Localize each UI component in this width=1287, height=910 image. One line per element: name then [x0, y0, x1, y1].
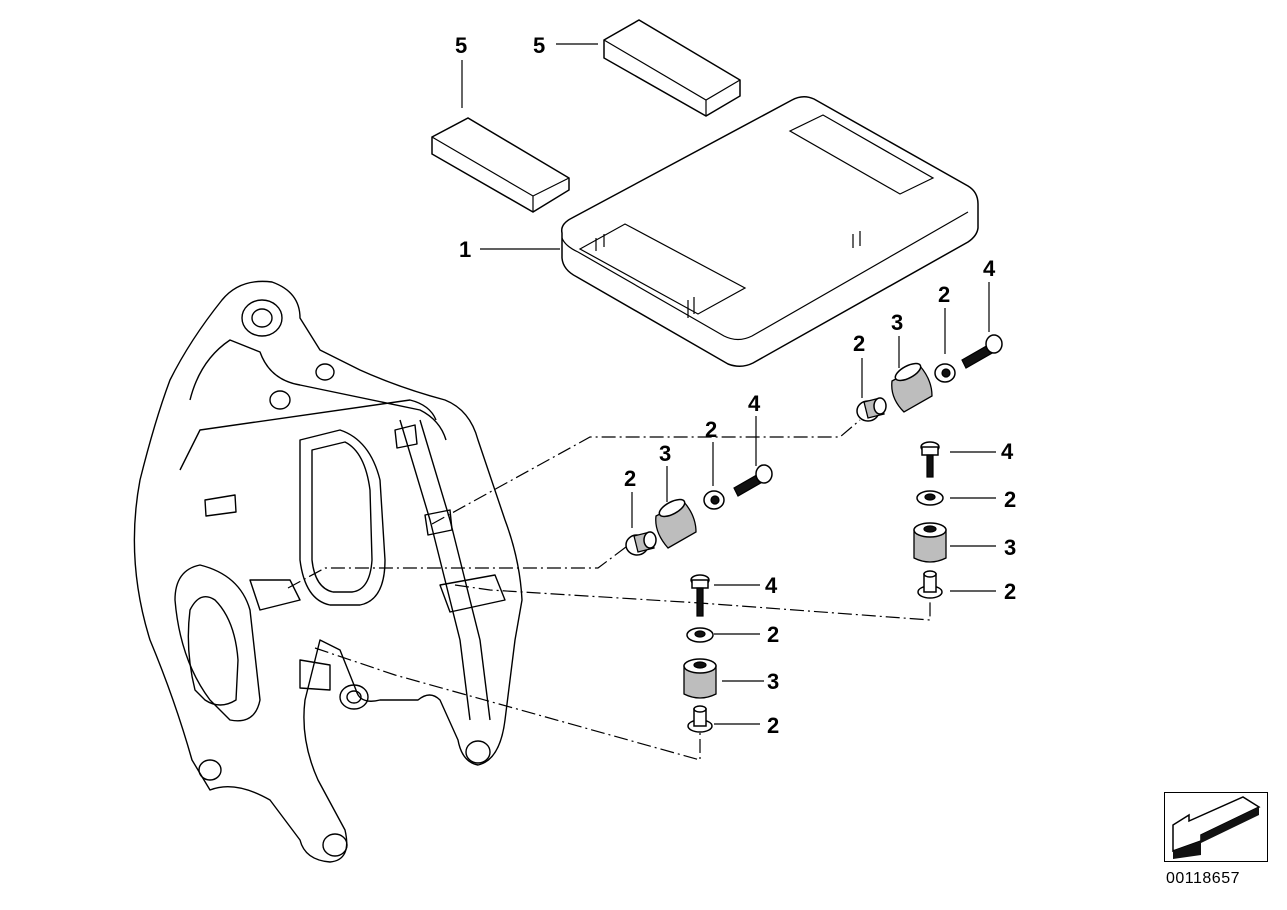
callout-4-b: 4 [748, 391, 761, 416]
bolt-4c [920, 441, 940, 478]
callout-3-b: 3 [659, 441, 671, 466]
rubber-mount-3c [913, 522, 947, 563]
washer-2b [703, 490, 725, 510]
callout-3-c: 3 [1004, 535, 1016, 560]
rubber-mount-3a [891, 362, 933, 413]
sleeve-2c [917, 570, 943, 599]
callout-2-c2: 2 [1004, 579, 1016, 604]
rubber-pad-left [431, 117, 570, 213]
bolt-4a [961, 334, 1003, 369]
callout-2-a2: 2 [853, 331, 865, 356]
mounting-frame [133, 280, 523, 863]
callout-1: 1 [459, 237, 471, 262]
hardware-set-d [683, 574, 717, 733]
callout-3-a: 3 [891, 310, 903, 335]
callout-5-left: 5 [455, 33, 467, 58]
rubber-mount-3d [683, 658, 717, 699]
callout-2-c1: 2 [1004, 487, 1016, 512]
callouts: 5 5 1 4 2 3 2 4 2 3 2 4 2 3 2 4 2 3 2 [455, 33, 1016, 738]
callout-2-d1: 2 [767, 622, 779, 647]
drawing-id: 00118657 [1166, 870, 1240, 887]
bolt-4d [690, 574, 710, 617]
callout-2-b1: 2 [705, 417, 717, 442]
callout-3-d: 3 [767, 669, 779, 694]
hardware-set-b [625, 464, 773, 556]
rubber-mount-3b [655, 498, 697, 549]
bolt-4b [733, 464, 773, 497]
callout-4-c: 4 [1001, 439, 1014, 464]
washer-2a [934, 363, 956, 383]
sleeve-2d [687, 705, 713, 733]
sleeve-2a [856, 397, 887, 422]
callout-2-d2: 2 [767, 713, 779, 738]
callout-5-right: 5 [533, 33, 545, 58]
rubber-pad-right [603, 19, 741, 117]
hardware-set-a [856, 334, 1003, 422]
hardware-set-c [913, 441, 947, 599]
callout-4-d: 4 [765, 573, 778, 598]
callout-4-a: 4 [983, 256, 996, 281]
battery-tray [560, 96, 979, 367]
sleeve-2b [625, 531, 657, 556]
callout-2-b2: 2 [624, 466, 636, 491]
washer-2d [686, 627, 714, 643]
washer-2c [916, 490, 944, 506]
callout-2-a1: 2 [938, 282, 950, 307]
back-navigation-button[interactable] [1164, 792, 1268, 862]
arrow-back-icon [1172, 796, 1261, 859]
leader-lines [287, 43, 996, 761]
